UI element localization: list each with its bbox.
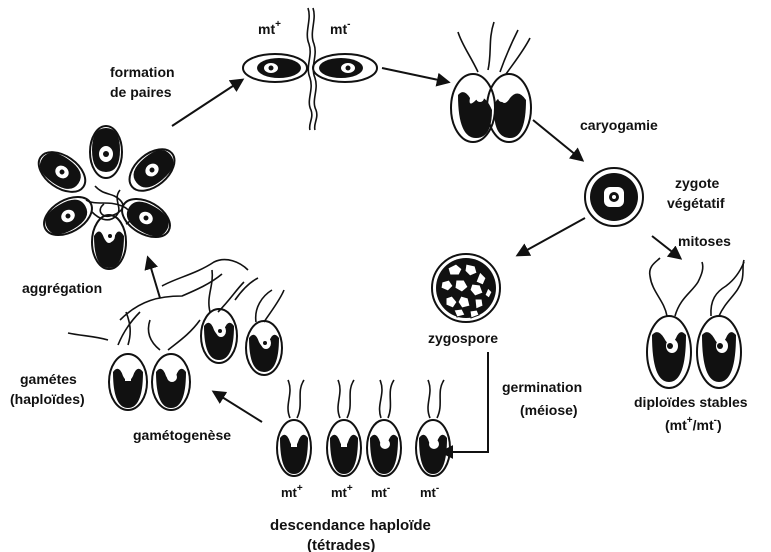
tetrads-label-line1: descendance haploïde <box>270 517 431 534</box>
zygote-label-line2: végétatif <box>667 195 725 211</box>
gametes-label-line2: (haploïdes) <box>10 391 85 407</box>
caryogamy-label: caryogamie <box>580 117 658 133</box>
pairing-label-line2: de paires <box>110 84 172 100</box>
vegetative-zygote <box>585 168 643 226</box>
diploids-label-line1: diploïdes stables <box>634 394 748 410</box>
pairing-label-line1: formation <box>110 64 175 80</box>
arrow-zygote-to-diploids <box>652 236 680 258</box>
arrow-aggregation-to-pairing <box>172 80 242 126</box>
caryogamy-cells <box>451 22 531 142</box>
gametes-label-line1: gamétes <box>20 371 77 387</box>
arrow-caryogamy-to-zygote <box>533 120 582 160</box>
mt-plus-label: mt <box>258 21 275 37</box>
zygospore-cell <box>432 254 500 322</box>
arrow-gametes-to-aggregation <box>148 258 160 298</box>
arrow-zygote-to-zygospore <box>518 218 585 255</box>
tetrads-label-line2: (tétrades) <box>307 537 375 552</box>
germination-label-line1: germination <box>502 379 582 395</box>
tetrad-mt-2: mt+ <box>331 483 353 500</box>
svg-text:mt-: mt- <box>330 19 350 37</box>
mitoses-label: mitoses <box>678 233 731 249</box>
svg-text:mt+: mt+ <box>258 19 281 37</box>
germination-label-line2: (méiose) <box>520 402 578 418</box>
arrow-pairing-to-caryogamy <box>382 68 448 82</box>
tetrad-mt-4: mt- <box>420 483 439 500</box>
aggregation-rosette <box>32 126 183 269</box>
arrow-tetrads-to-gametes <box>214 392 262 422</box>
diploid-cells <box>647 258 744 388</box>
gathering-gametes <box>120 260 284 375</box>
tetrad-mt-1: mt+ <box>281 483 303 500</box>
tetrad-cells <box>277 380 450 476</box>
tetrad-mt-3: mt- <box>371 483 390 500</box>
gametogenesis-label: gamétogenèse <box>133 427 231 443</box>
zygote-label-line1: zygote <box>675 175 720 191</box>
zygospore-label: zygospore <box>428 330 498 346</box>
gamete-cells <box>68 312 200 410</box>
mt-minus-label: mt <box>330 21 347 37</box>
diploids-label-line2: (mt+/mt-) <box>665 415 722 433</box>
aggregation-label: aggrégation <box>22 280 102 296</box>
